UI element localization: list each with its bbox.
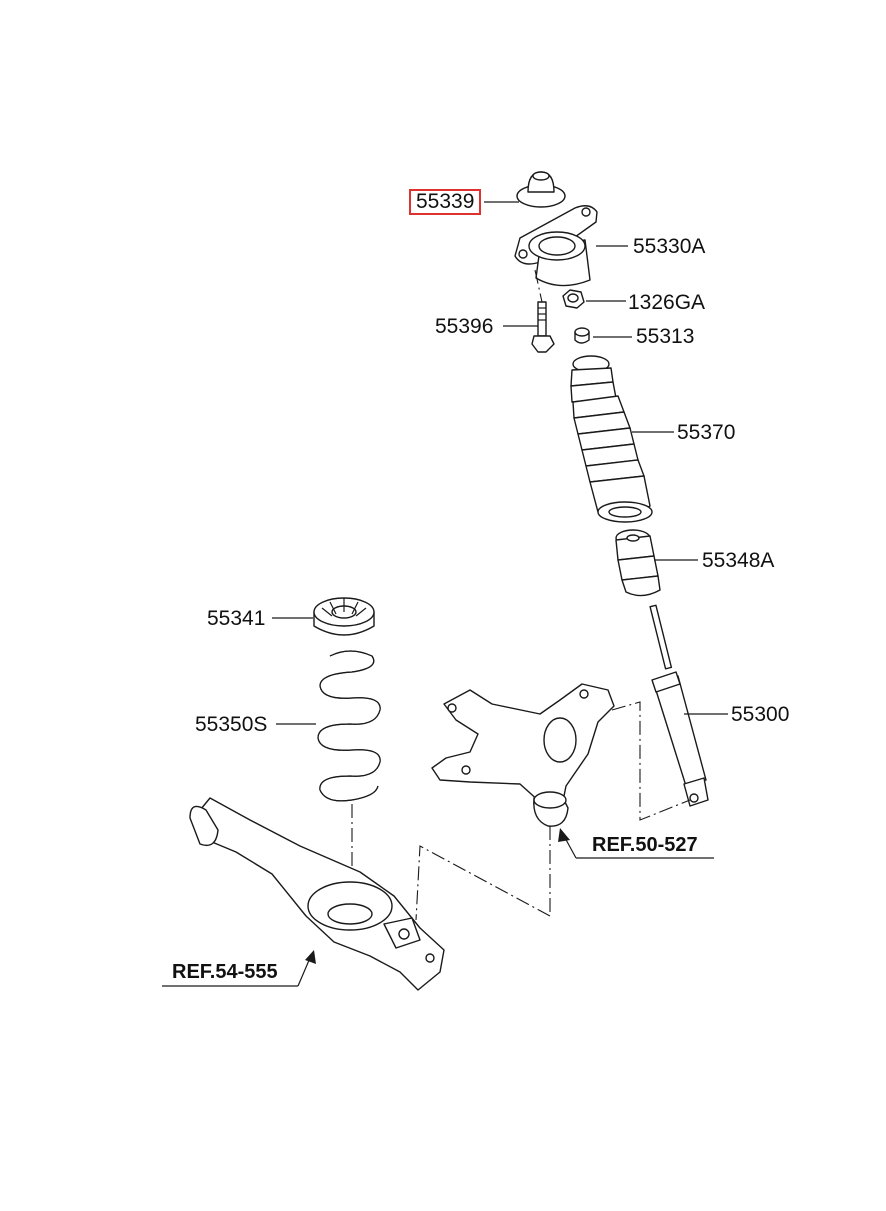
part-55396-bolt[interactable] <box>531 301 555 353</box>
lower-control-arm[interactable] <box>189 797 445 991</box>
part-55313-bushing[interactable] <box>574 327 590 344</box>
ref-50-527-leader <box>558 828 714 859</box>
knuckle-assembly[interactable] <box>431 683 615 827</box>
part-label-55330A[interactable]: 55330A <box>633 235 706 258</box>
part-label-55339[interactable]: 55339 <box>409 189 482 215</box>
part-55370-dust-boot[interactable] <box>570 355 653 523</box>
part-label-55341[interactable]: 55341 <box>207 607 266 630</box>
part-label-55370[interactable]: 55370 <box>677 421 736 444</box>
part-55348A-bump-stopper[interactable] <box>615 529 661 597</box>
part-label-55348A[interactable]: 55348A <box>702 549 775 572</box>
part-55330A-strut-mount[interactable] <box>514 205 598 287</box>
part-1326GA-nut[interactable] <box>562 289 585 309</box>
part-label-1326GA[interactable]: 1326GA <box>628 291 706 314</box>
ref-label-54-555[interactable]: REF.54-555 <box>172 961 278 983</box>
ref-label-50-527[interactable]: REF.50-527 <box>592 834 698 856</box>
ref-54-555-leader <box>162 950 316 987</box>
part-label-55396[interactable]: 55396 <box>435 315 494 338</box>
part-label-55313[interactable]: 55313 <box>636 325 695 348</box>
part-label-55300[interactable]: 55300 <box>731 703 790 726</box>
part-label-55350S[interactable]: 55350S <box>195 713 268 736</box>
part-55300-shock-absorber[interactable] <box>649 604 709 807</box>
part-55339-dust-cap[interactable] <box>516 171 566 208</box>
part-55350S-coil-spring[interactable] <box>317 650 381 802</box>
part-55341-spring-pad[interactable] <box>313 597 375 636</box>
